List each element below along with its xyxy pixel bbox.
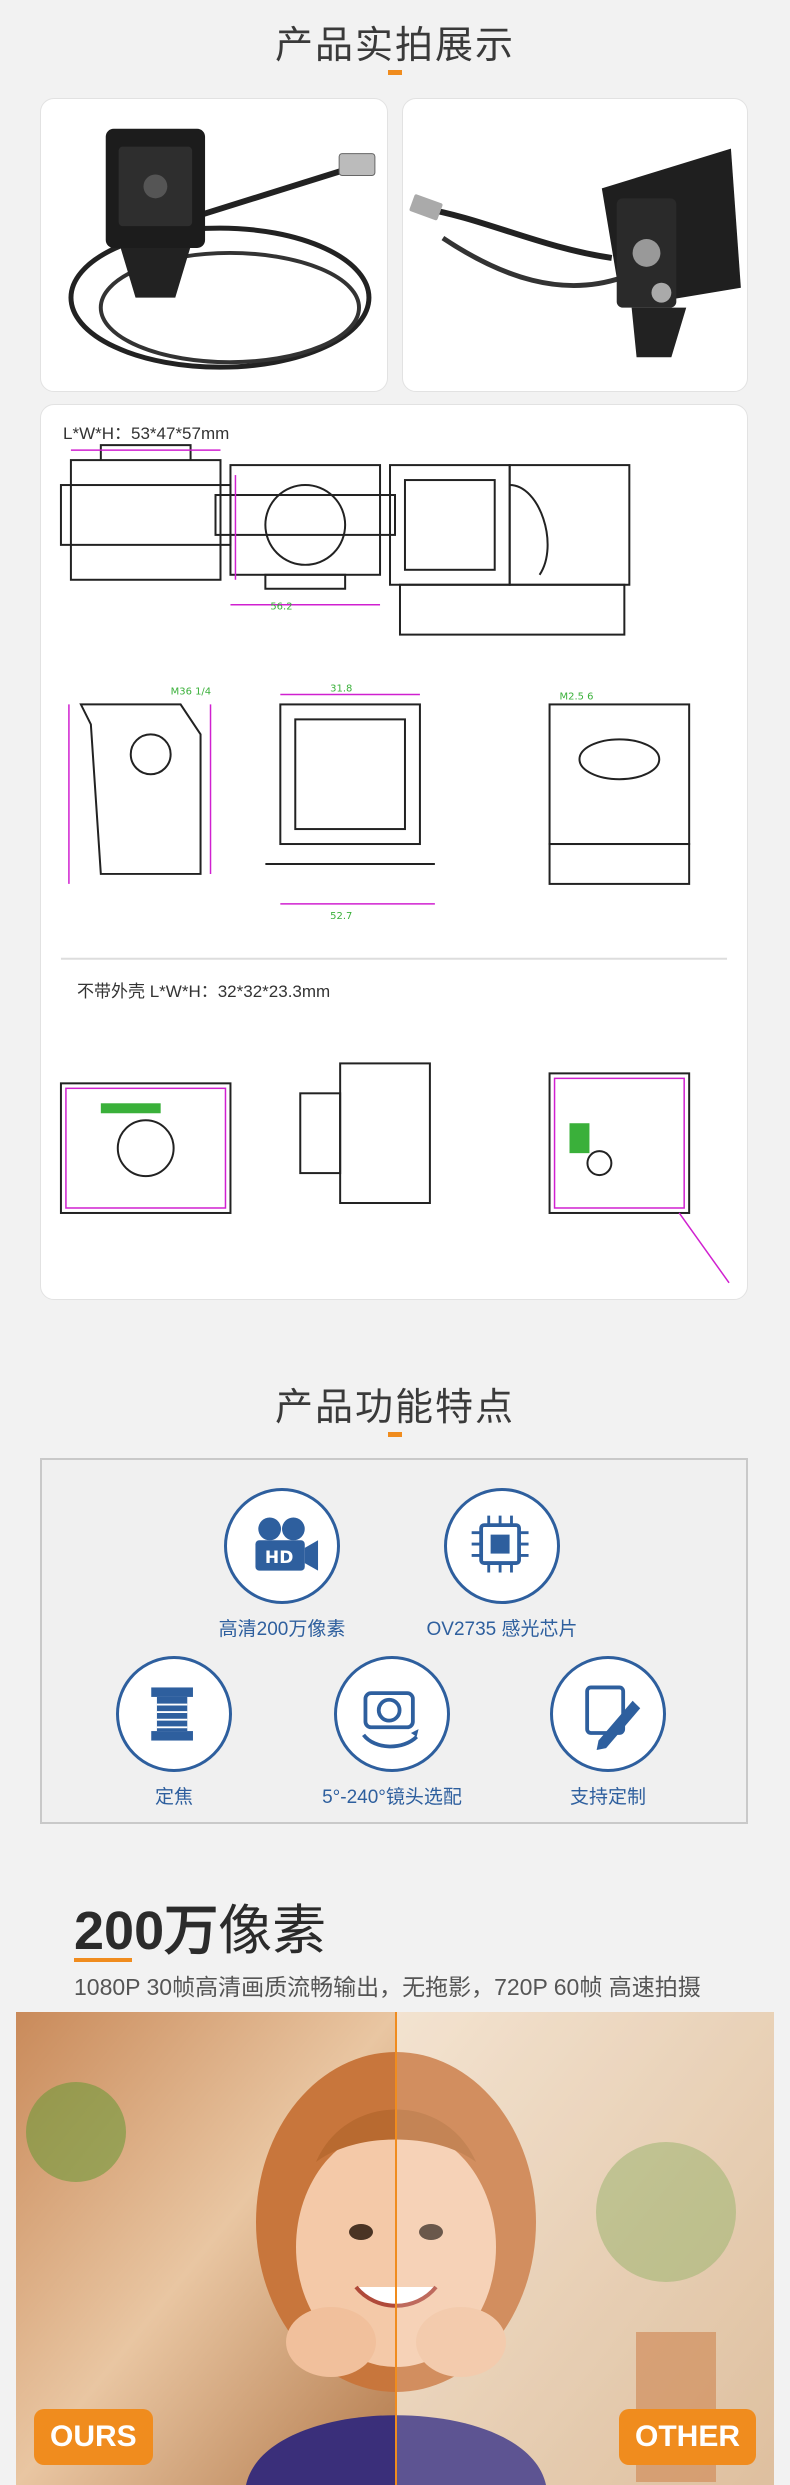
chip-icon	[444, 1488, 560, 1604]
custom-edit-icon	[550, 1656, 666, 1772]
svg-text:31.8: 31.8	[330, 683, 352, 694]
girl-smiling-image	[16, 2012, 774, 2485]
svg-text:M36 1/4: M36 1/4	[171, 686, 212, 697]
feature-lens-options[interactable]: 5°-240°镜头选配	[292, 1656, 492, 1809]
svg-text:56.2: 56.2	[270, 602, 292, 613]
feature-hd[interactable]: HD 高清200万像素	[182, 1488, 382, 1641]
feature-label: 高清200万像素	[218, 1619, 346, 1640]
technical-drawings: M36 1/4 56.2 31.8 52.7 M2.5 6	[59, 444, 730, 1284]
title-accent-bar	[388, 1432, 402, 1437]
svg-text:HD: HD	[265, 1548, 293, 1568]
product-photo-front[interactable]	[40, 98, 388, 392]
feature-sensor[interactable]: OV2735 感光芯片	[402, 1488, 602, 1641]
pixel-number: 200万	[74, 1901, 219, 1961]
title-accent-bar	[388, 70, 402, 75]
product-photo-side[interactable]	[402, 98, 748, 392]
comparison-photo: OURS OTHER	[16, 2012, 774, 2485]
lens-rotate-icon	[334, 1656, 450, 1772]
other-label: OTHER	[619, 2409, 756, 2465]
feature-label: 支持定制	[569, 1787, 646, 1808]
camera-front-image	[68, 128, 376, 370]
ours-label: OURS	[34, 2409, 153, 2465]
dimension-drawings-card: L*W*H：53*47*57mm M36 1/4 56.2 31.8 52.7 M2.…	[40, 404, 748, 1300]
inner-dimension-label: 不带外壳 L*W*H：32*32*23.3mm	[77, 982, 331, 1001]
feature-label: 5°-240°镜头选配	[322, 1787, 462, 1808]
features-panel: HD 高清200万像素 OV2735 感光芯片 定焦	[40, 1458, 748, 1824]
feature-label: 定焦	[154, 1787, 193, 1808]
pixel-unit: 像素	[218, 1901, 327, 1961]
feature-customizable[interactable]: 支持定制	[508, 1656, 708, 1809]
pixel-description: 1080P 30帧高清画质流畅输出，无拖影，720P 60帧 高速拍摄	[74, 1974, 701, 2000]
features-section-title: 产品功能特点	[274, 1387, 515, 1429]
camera-side-image	[409, 148, 741, 358]
photos-section-title: 产品实拍展示	[274, 25, 515, 67]
feature-label: OV2735 感光芯片	[426, 1619, 578, 1640]
pixel-headline: 200万像素	[74, 1886, 326, 1965]
fixed-focus-icon	[116, 1656, 232, 1772]
svg-text:52.7: 52.7	[330, 911, 352, 922]
headline-accent-bar	[74, 1958, 132, 1962]
outer-dimension-label: L*W*H：53*47*57mm	[63, 424, 230, 443]
hd-camera-icon: HD	[224, 1488, 340, 1604]
svg-text:M2.5 6: M2.5 6	[560, 691, 594, 702]
feature-fixed-focus[interactable]: 定焦	[74, 1656, 274, 1809]
